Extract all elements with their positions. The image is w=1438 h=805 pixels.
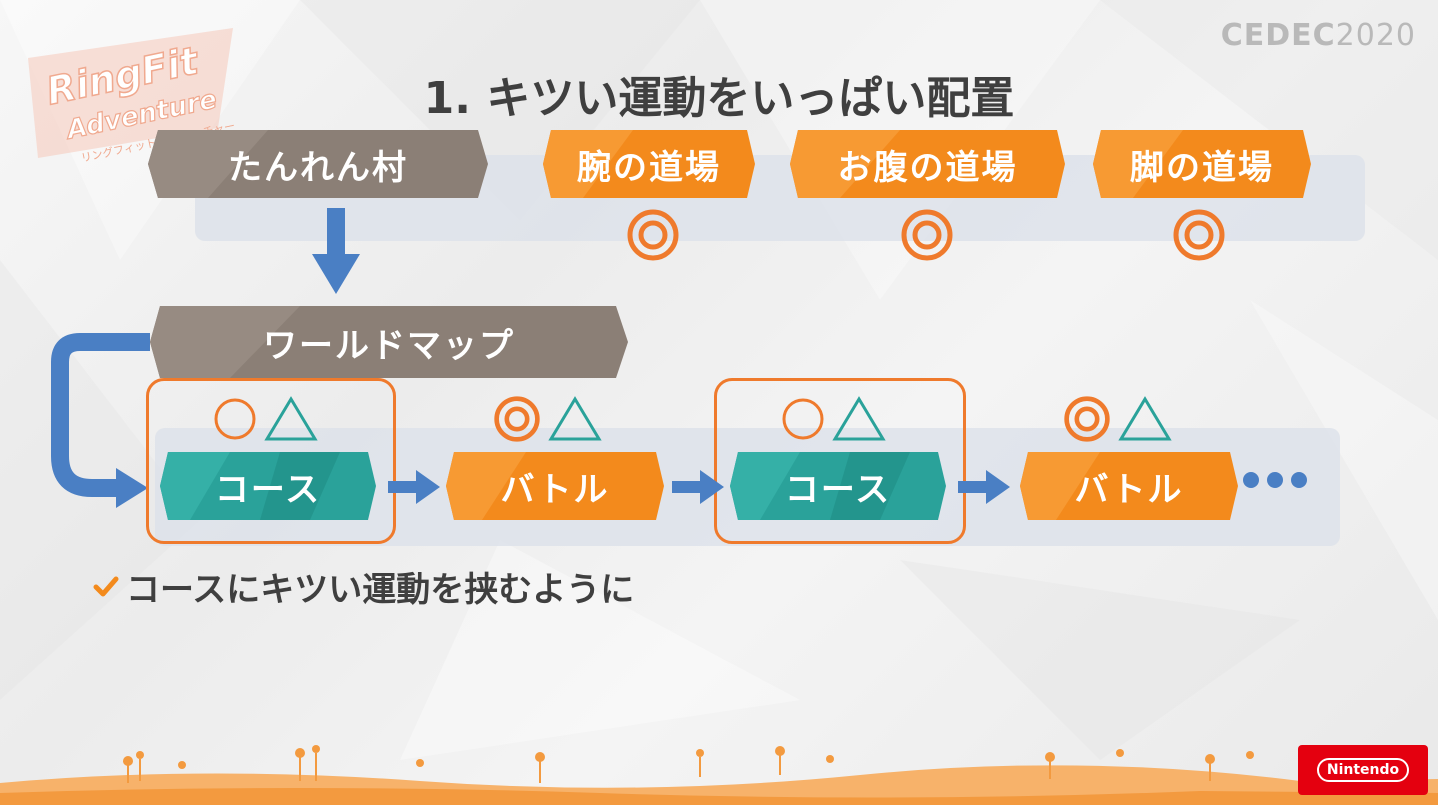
node-battle-1-label: バトル — [500, 469, 610, 510]
highlight-box-course-1 — [146, 378, 396, 544]
cedec-logo-text: CEDEC — [1220, 18, 1336, 53]
note-row: コースにキツい運動を挟むように — [92, 562, 634, 611]
node-village: たんれん村 — [148, 130, 488, 198]
node-dojo-leg: 脚の道場 — [1093, 130, 1311, 198]
highlight-box-course-2 — [714, 378, 966, 544]
node-course-2-shape — [730, 452, 946, 520]
triangle-mark-icon — [548, 396, 602, 441]
node-course-1-label: コース — [214, 469, 322, 510]
right-arrow-3 — [958, 470, 1010, 504]
ringfit-logo: RingFit Adventure リングフィット アドベンチャー — [28, 28, 236, 165]
curved-arrow — [51, 333, 150, 508]
node-world-map-label: ワールドマップ — [263, 325, 515, 366]
circle-mark-icon — [214, 398, 256, 440]
node-dojo-arm-shape — [543, 130, 755, 198]
node-dojo-leg-label: 脚の道場 — [1130, 147, 1274, 188]
node-course-2-label: コース — [784, 469, 892, 510]
double-circle-mark-belly — [901, 209, 953, 261]
node-dojo-arm: 腕の道場 — [543, 130, 755, 198]
dot — [1291, 472, 1307, 488]
triangle-mark-icon — [264, 396, 318, 441]
node-dojo-belly: お腹の道場 — [790, 130, 1065, 198]
ground-decoration — [0, 745, 1438, 805]
double-circle-mark-leg — [1173, 209, 1225, 261]
nintendo-logo: Nintendo — [1298, 745, 1428, 795]
double-circle-mark-icon — [1064, 396, 1110, 442]
node-village-label: たんれん村 — [228, 147, 408, 188]
cedec-logo: CEDEC2020 — [1221, 18, 1416, 53]
circle-mark-icon — [782, 398, 824, 440]
node-battle-2-shape — [1020, 452, 1238, 520]
slide-title: 1. キツい運動をいっぱい配置 — [423, 73, 1015, 124]
node-course-1-shape — [160, 452, 376, 520]
node-battle-1-shape — [446, 452, 664, 520]
node-dojo-belly-shape — [790, 130, 1065, 198]
node-battle-1: バトル — [446, 452, 664, 520]
node-dojo-leg-shape — [1093, 130, 1311, 198]
marks-course-1 — [212, 394, 318, 444]
node-course-2: コース — [730, 452, 946, 520]
node-battle-2-label: バトル — [1074, 469, 1184, 510]
double-circle-mark-icon — [494, 396, 540, 442]
continuation-dots — [1243, 472, 1307, 488]
nintendo-logo-text: Nintendo — [1316, 758, 1410, 782]
down-arrow — [312, 208, 360, 294]
dot — [1243, 472, 1259, 488]
checkmark-icon — [93, 576, 119, 596]
node-village-shape — [148, 130, 488, 198]
node-dojo-arm-label: 腕の道場 — [577, 147, 721, 188]
triangle-mark-icon — [832, 396, 886, 441]
marks-battle-1 — [492, 394, 602, 444]
node-world-map-shape — [150, 306, 628, 378]
note-text: コースにキツい運動を挟むように — [126, 570, 635, 610]
right-arrow-2 — [672, 470, 724, 504]
marks-course-2 — [780, 394, 886, 444]
node-course-1: コース — [160, 452, 376, 520]
dot — [1267, 472, 1283, 488]
node-dojo-belly-label: お腹の道場 — [837, 147, 1018, 188]
marks-battle-2 — [1062, 394, 1172, 444]
node-battle-2: バトル — [1020, 452, 1238, 520]
double-circle-mark-arm — [627, 209, 679, 261]
cedec-logo-year: 2020 — [1335, 18, 1416, 53]
right-arrow-1 — [388, 470, 440, 504]
triangle-mark-icon — [1118, 396, 1172, 441]
node-world-map: ワールドマップ — [150, 306, 628, 378]
